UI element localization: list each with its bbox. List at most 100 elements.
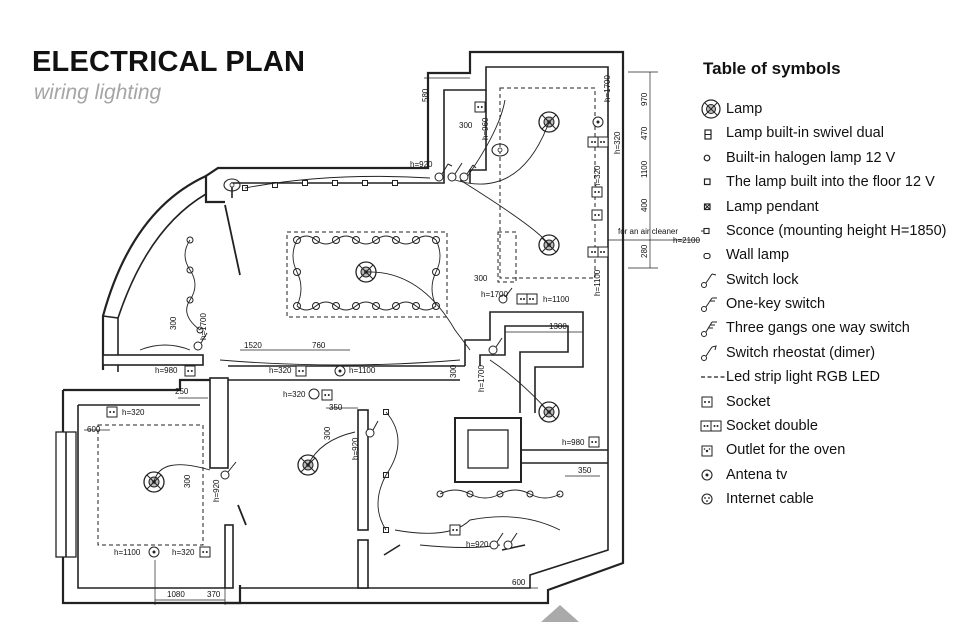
svg-text:300: 300 (474, 274, 488, 283)
svg-text:h=1100: h=1100 (114, 548, 141, 557)
svg-text:350: 350 (329, 403, 343, 412)
led-strips (97, 87, 596, 546)
legend-label: Socket double (726, 418, 818, 435)
svg-text:470: 470 (640, 126, 649, 140)
svg-text:h=920: h=920 (410, 160, 433, 169)
switches (193, 162, 518, 550)
legend-label: Three gangs one way switch (726, 320, 910, 337)
svg-text:1100: 1100 (640, 160, 649, 178)
legend-item: Switch rheostat (dimer) (700, 341, 980, 365)
switch-rheostat-icon (700, 342, 726, 364)
svg-text:h=320: h=320 (283, 390, 306, 399)
svg-text:h=980: h=980 (155, 366, 178, 375)
svg-text:h=1100: h=1100 (593, 269, 602, 296)
internet-cable-icon (700, 488, 726, 510)
svg-text:h=320: h=320 (172, 548, 195, 557)
svg-text:h=1100: h=1100 (349, 366, 376, 375)
lamp-icon (700, 98, 726, 120)
three-gang-switch-icon (700, 318, 726, 340)
inner-perimeter (77, 405, 225, 589)
legend-item: The lamp built into the floor 12 V (700, 170, 980, 194)
page-subtitle: wiring lighting (34, 81, 162, 104)
legend-item: Socket (700, 390, 980, 414)
svg-text:h=2100: h=2100 (673, 236, 700, 245)
svg-text:h=1100: h=1100 (543, 295, 570, 304)
svg-text:h=920: h=920 (466, 540, 489, 549)
lamp-pendant-icon (700, 196, 726, 218)
dimension-lines (84, 71, 700, 605)
svg-text:for an air cleaner: for an air cleaner (618, 227, 678, 236)
sockets (106, 101, 609, 558)
svg-text:h=920: h=920 (212, 479, 221, 502)
legend-item: Three gangs one way switch (700, 317, 980, 341)
svg-text:600: 600 (512, 578, 526, 587)
scroll-up-arrow-icon (541, 605, 579, 622)
legend-item: Built-in halogen lamp 12 V (700, 146, 980, 170)
svg-text:300: 300 (183, 474, 192, 488)
symbol-legend: Lamp Lamp built-in swivel dual Built-in … (700, 97, 980, 512)
curved-wall (101, 175, 207, 370)
legend-item: Switch lock (700, 268, 980, 292)
legend-item: Lamp built-in swivel dual (700, 121, 980, 145)
floor-lamps (242, 180, 398, 533)
legend-label: Socket (726, 393, 771, 410)
svg-text:h=980: h=980 (562, 438, 585, 447)
legend-label: Lamp built-in swivel dual (726, 125, 884, 142)
legend-label: Antena tv (726, 466, 788, 483)
legend-label: Lamp pendant (726, 198, 819, 215)
svg-text:h=1700: h=1700 (603, 75, 612, 102)
svg-text:1080: 1080 (167, 590, 185, 599)
legend-label: One-key switch (726, 296, 826, 313)
legend-item: Lamp (700, 97, 980, 121)
legend-label: Switch lock (726, 271, 799, 288)
legend-item: Wall lamp (700, 243, 980, 267)
led-strip-icon (700, 366, 726, 388)
oven-outlet-icon (700, 440, 726, 462)
svg-text:400: 400 (640, 198, 649, 212)
svg-text:h=320: h=320 (269, 366, 292, 375)
svg-text:1300: 1300 (549, 322, 567, 331)
svg-text:250: 250 (175, 387, 189, 396)
svg-text:300: 300 (169, 316, 178, 330)
legend-item: One-key switch (700, 292, 980, 316)
legend-item: Lamp pendant (700, 195, 980, 219)
svg-text:600: 600 (87, 425, 101, 434)
dimension-labels: 580 300 h=960 h=920 h=1700 970 470 h=320… (87, 75, 700, 599)
svg-text:300: 300 (323, 426, 332, 440)
lamp-swivel-icon (700, 123, 726, 145)
svg-text:370: 370 (207, 590, 221, 599)
legend-item: Outlet for the oven (700, 438, 980, 462)
page-title: ELECTRICAL PLAN (32, 46, 306, 78)
walls (55, 50, 625, 605)
svg-text:h=1700: h=1700 (199, 313, 208, 340)
svg-text:h=320: h=320 (122, 408, 145, 417)
legend-label: The lamp built into the floor 12 V (726, 174, 935, 191)
socket-icon (700, 391, 726, 413)
legend-item: Sconce (mounting height H=1850) (700, 219, 980, 243)
svg-text:580: 580 (421, 88, 430, 102)
legend-item: Antena tv (700, 463, 980, 487)
svg-text:970: 970 (640, 92, 649, 106)
legend-label: Lamp (726, 100, 763, 117)
floor-plan: 580 300 h=960 h=920 h=1700 970 470 h=320… (55, 50, 700, 605)
legend-title: Table of symbols (703, 59, 841, 78)
svg-text:h=920: h=920 (351, 437, 360, 460)
halogen-lamp-icon (700, 147, 726, 169)
legend-item: Socket double (700, 414, 980, 438)
legend-label: Wall lamp (726, 247, 790, 264)
legend-item: Led strip light RGB LED (700, 365, 980, 389)
svg-text:h=320: h=320 (613, 131, 622, 154)
wiring (139, 99, 561, 548)
legend-label: Built-in halogen lamp 12 V (726, 149, 896, 166)
svg-text:300: 300 (459, 121, 473, 130)
legend-item: Internet cable (700, 487, 980, 511)
legend-label: Sconce (mounting height H=1850) (726, 222, 947, 239)
socket-double-icon (700, 415, 726, 437)
svg-text:300: 300 (449, 364, 458, 378)
svg-text:h=960: h=960 (481, 117, 490, 140)
svg-text:280: 280 (640, 244, 649, 258)
svg-text:350: 350 (578, 466, 592, 475)
legend-label: Outlet for the oven (726, 442, 846, 459)
legend-label: Led strip light RGB LED (726, 369, 880, 386)
svg-text:1520: 1520 (244, 341, 262, 350)
